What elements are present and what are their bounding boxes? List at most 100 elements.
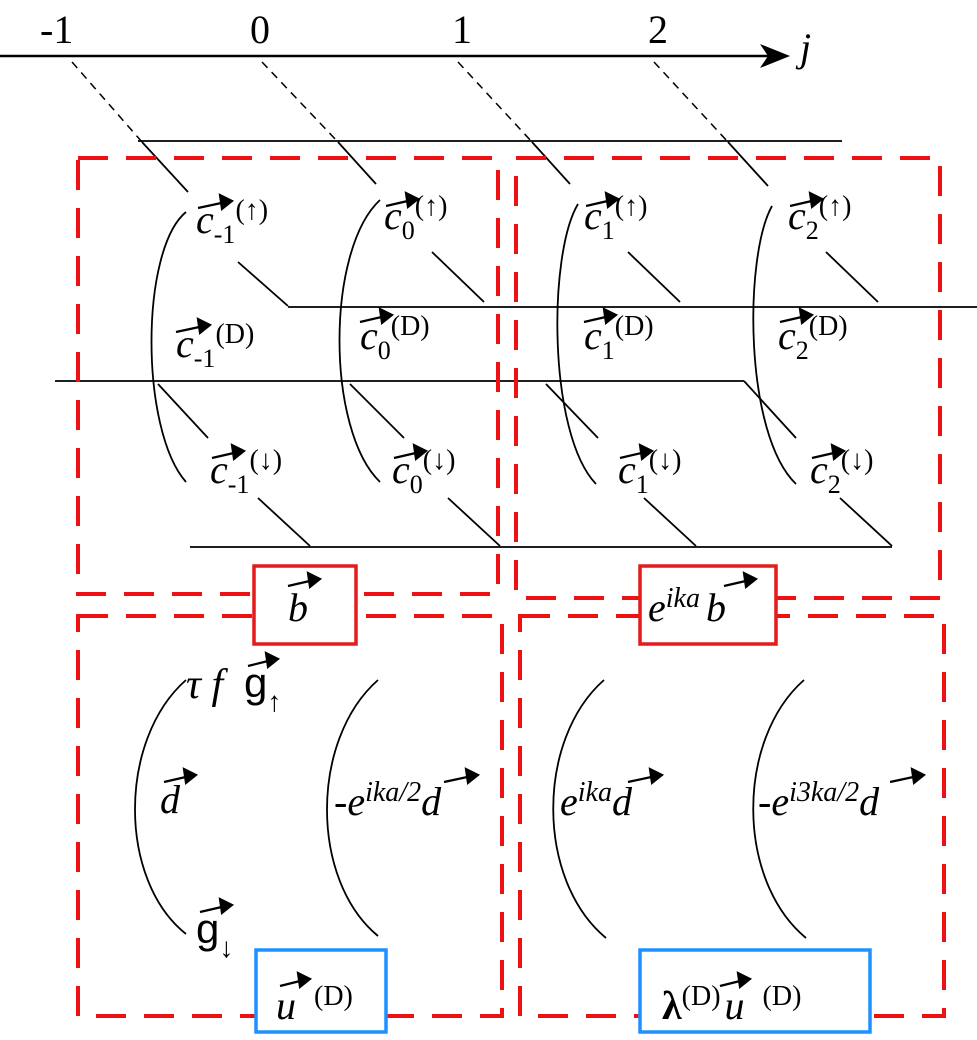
c-symbol: c [360,313,378,358]
lambda-superscript: (D) [681,981,721,1012]
spin-up-superscript: (↑) [614,191,648,222]
c-symbol: c [584,313,602,358]
site-index: 0 [401,216,415,245]
c-up-2: c2(↑) [788,193,851,244]
upper-brackets [150,199,797,485]
up-links [141,141,769,193]
lambda-u-label-box [638,948,872,1034]
tau-f-label: τ f [186,664,223,706]
d-symbol: d [611,779,632,824]
dot-superscript: (D) [614,311,654,342]
spin-down-superscript: (↓) [840,445,874,476]
down-links [257,497,893,547]
c-symbol: c [584,193,602,238]
c-dot-1: c1(D) [584,313,654,364]
axis-tick-1: 1 [452,7,472,52]
g-symbol: g [244,659,268,706]
site-connectors [71,61,729,143]
spin-down-superscript: (↓) [422,445,456,476]
g-up-label: g↑ [244,659,281,716]
u-superscript: (D) [762,981,802,1012]
d-label-col2: eikad [560,779,632,824]
site-index: 2 [827,470,841,499]
u-label-box [254,948,388,1034]
dot-superscript: (D) [390,311,430,342]
vector-arrows [163,191,927,990]
c-symbol: c [176,321,194,366]
c-up-minus1: c-1(↑) [196,197,268,248]
exp-base: -e [334,779,366,824]
c-symbol: c [392,447,410,492]
tau-f-symbol: τ f [186,662,224,708]
c-dot-minus1: c-1(D) [176,321,254,372]
d-symbol: d [859,779,880,824]
axis-tick-minus1: -1 [40,7,74,52]
c-symbol: c [778,313,796,358]
up-arrow-subscript: ↑ [267,686,282,717]
d-label-col0: d [160,780,180,820]
b-symbol: b [705,585,726,630]
c-dot-2: c2(D) [778,313,848,364]
dot-superscript: (D) [808,311,848,342]
u-symbol: u [724,983,745,1028]
c-down-minus1: c-1(↓) [210,447,282,498]
mid-to-down-links [157,380,797,439]
exp-base: e [560,779,578,824]
d-symbol: d [421,779,442,824]
spin-down-superscript: (↓) [249,445,283,476]
spin-down-superscript: (↓) [648,445,682,476]
spin-up-superscript: (↑) [818,191,852,222]
lambda-symbol: λ [662,983,682,1028]
c-symbol: c [196,197,214,242]
c-symbol: c [210,447,228,492]
lower-brackets [134,679,807,939]
g-down-label: g↓ [196,905,233,962]
dot-superscript: (D) [215,319,255,350]
j-axis-arrowhead [760,44,790,68]
connector-0 [261,61,339,143]
site-index: 1 [601,336,615,365]
d-symbol: d [160,777,180,822]
up-to-mid-links [237,251,879,307]
axis-tick-0: 0 [250,7,270,52]
c-up-1: c1(↑) [584,193,647,244]
down-arrow-subscript: ↓ [219,932,234,963]
connector-minus1 [71,61,143,143]
exp-exponent: ika [665,583,700,614]
exp-exponent: ika/2 [365,777,422,808]
axis-tick-2: 2 [648,7,668,52]
site-index: 2 [795,336,809,365]
c-dot-0: c0(D) [360,313,430,364]
u-symbol: u [276,983,296,1028]
c-symbol: c [810,447,828,492]
c-down-0: c0(↓) [392,447,455,498]
exp-exponent: i3ka/2 [789,777,860,808]
exp-exponent: ika [577,777,612,808]
site-index: 1 [601,216,615,245]
axis-label-j: j [800,25,812,70]
exp-base: e [648,585,666,630]
u-superscript: (D) [314,981,353,1012]
site-index: 1 [635,470,649,499]
spin-up-superscript: (↑) [414,191,448,222]
b-label: b [288,588,308,628]
exp-base: -e [758,779,790,824]
c-symbol: c [384,193,402,238]
b-symbol: b [288,585,308,630]
connector-2 [653,61,729,143]
g-symbol: g [196,905,220,952]
site-index: 0 [377,336,391,365]
c-down-1: c1(↓) [618,447,681,498]
c-down-2: c2(↓) [810,447,873,498]
site-index: -1 [193,344,216,373]
spin-up-superscript: (↑) [235,195,269,226]
site-index: -1 [213,220,236,249]
site-index: -1 [227,470,250,499]
u-label: u (D) [276,983,353,1028]
red-dashed-boxes [76,156,946,1018]
lambda-u-label: λ(D)u(D) [662,983,801,1028]
site-index: 0 [409,470,423,499]
